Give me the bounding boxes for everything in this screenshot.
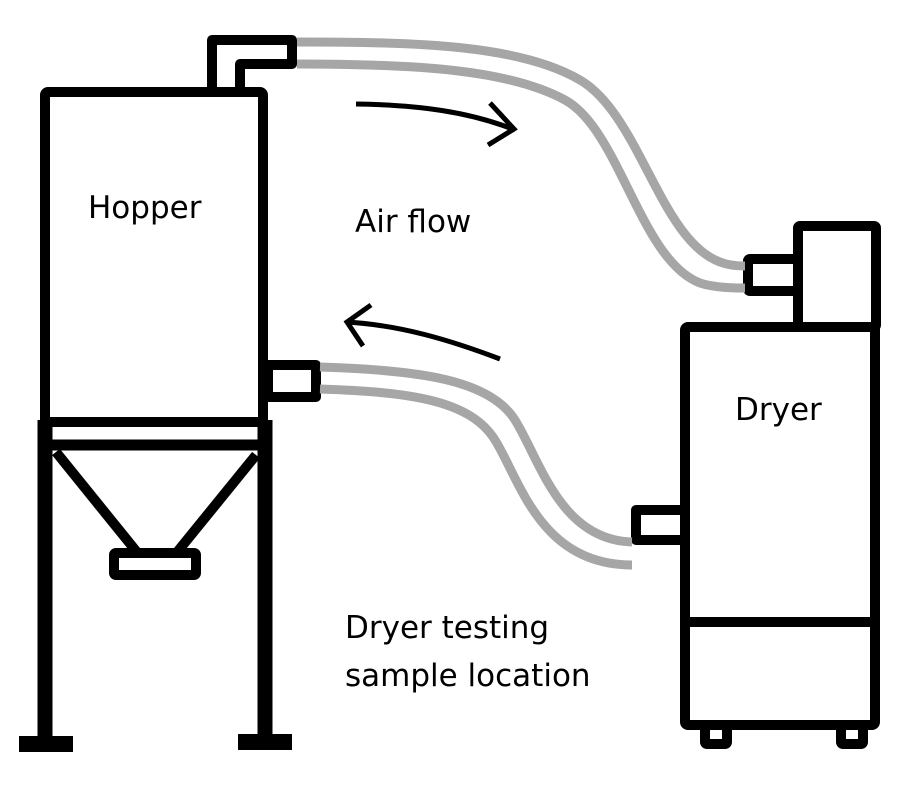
airflow-arrow-left (343, 302, 501, 362)
supply-hose-line-1 (296, 37, 746, 271)
return-hose-line-1 (319, 362, 633, 547)
supply-hose-line-2 (296, 59, 746, 293)
return-hose-line-2 (319, 384, 633, 570)
dryer-body (680, 322, 880, 730)
arrow-right-head (486, 101, 518, 148)
dryer-inlet-port (631, 505, 690, 545)
dryer-wheel-left (700, 720, 732, 749)
arrow-left-head (343, 302, 373, 348)
hopper-foot-right (238, 734, 292, 750)
hopper-body (40, 87, 268, 427)
hopper-cone-right (174, 451, 260, 555)
dryer-label: Dryer (735, 392, 822, 428)
airflow-arrow-right (355, 101, 518, 148)
dryer: Dryer (631, 221, 881, 749)
return-hose (319, 362, 633, 570)
sample-location-label-line-1: Dryer testing (345, 610, 549, 646)
sample-location-label-line-2: sample location (345, 658, 591, 694)
arrow-right-shaft (355, 101, 516, 133)
hopper-label: Hopper (88, 190, 202, 226)
dryer-wheel-right (836, 720, 868, 749)
dryer-outlet-port (743, 254, 803, 296)
hopper: Hopper (19, 35, 321, 752)
hopper-top-outlet (207, 35, 297, 92)
arrow-left-shaft (345, 319, 501, 362)
supply-hose (296, 37, 746, 293)
hopper-side-inlet (263, 360, 321, 402)
airflow-label: Air flow (355, 204, 471, 240)
hopper-cone-left (52, 448, 140, 555)
hopper-discharge (109, 548, 201, 580)
dryer-top-blower (793, 221, 881, 332)
hopper-foot-left (19, 736, 73, 752)
